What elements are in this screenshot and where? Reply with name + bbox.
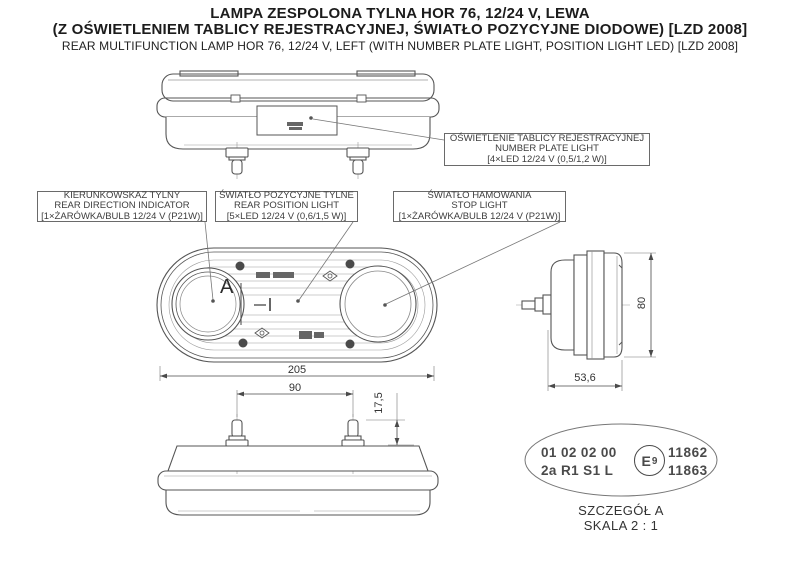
- callout-direction-line2: REAR DIRECTION INDICATOR: [54, 200, 190, 212]
- top-view: [156, 70, 440, 179]
- detail-a-caption-scale: SKALA 2 : 1: [583, 518, 659, 533]
- callout-position-line1: ŚWIATŁO POZYCYJNE TYLNE: [219, 189, 354, 201]
- dimension-stud-spacing: 90: [288, 382, 302, 394]
- dimension-stud-height: 17,5: [373, 392, 385, 414]
- callout-direction-line1: KIERUNKOWSKAZ TYLNY: [63, 189, 181, 201]
- callout-number-plate-line3: [4×LED 12/24 V (0,5/1,2 W)]: [487, 153, 607, 165]
- callout-stop-light: ŚWIATŁO HAMOWANIA STOP LIGHT [1×ŻARÓWKA/…: [393, 189, 566, 222]
- callout-stop-line2: STOP LIGHT: [451, 200, 508, 212]
- callout-number-plate-line1: OŚWIETLENIE TABLICY REJESTRACYJNEJ: [449, 132, 645, 144]
- detail-a-codes-row2: 2a R1 S1 L: [541, 463, 614, 478]
- callout-position-line2: REAR POSITION LIGHT: [233, 200, 340, 212]
- leader-lines: [204, 116, 561, 307]
- e-mark-digit: 9: [651, 456, 658, 467]
- detail-a-approval-row1: 11862: [668, 445, 708, 460]
- title-line-1: LAMPA ZESPOLONA TYLNA HOR 76, 12/24 V, L…: [210, 5, 590, 22]
- detail-a-approval-row2: 11863: [668, 463, 708, 478]
- dimension-overall-width: 205: [287, 364, 307, 376]
- callout-number-plate-line2: NUMBER PLATE LIGHT: [495, 143, 599, 155]
- title-line-2: (Z OŚWIETLENIEM TABLICY REJESTRACYJNEJ, …: [52, 21, 748, 38]
- callout-position-light: ŚWIATŁO POZYCYJNE TYLNE REAR POSITION LI…: [215, 189, 358, 222]
- dimension-lines: [159, 252, 656, 446]
- title-line-3: REAR MULTIFUNCTION LAMP HOR 76, 12/24 V,…: [61, 39, 739, 53]
- callout-position-line3: [5×LED 12/24 V (0,6/1,5 W)]: [226, 210, 347, 222]
- callout-number-plate-light: OŚWIETLENIE TABLICY REJESTRACYJNEJ NUMBE…: [444, 133, 650, 166]
- bottom-view: [157, 414, 439, 516]
- detail-a-marker: A: [220, 276, 234, 298]
- dimension-body-height: 80: [636, 296, 648, 310]
- detail-a-caption-title: SZCZEGÓŁ A: [578, 503, 664, 518]
- callout-direction-indicator: KIERUNKOWSKAZ TYLNY REAR DIRECTION INDIC…: [37, 189, 207, 222]
- callout-stop-line1: ŚWIATŁO HAMOWANIA: [427, 189, 532, 201]
- callout-direction-line3: [1×ŻARÓWKA/BULB 12/24 V (P21W)]: [41, 210, 203, 222]
- dimension-body-depth: 53,6: [574, 372, 596, 384]
- side-view: [516, 250, 632, 360]
- callout-stop-line3: [1×ŻARÓWKA/BULB 12/24 V (P21W)]: [398, 210, 561, 222]
- front-view: [156, 247, 438, 363]
- detail-a-codes-row1: 01 02 02 00: [541, 445, 617, 460]
- detail-a-ellipse: [524, 423, 718, 497]
- e-mark-badge: E 9: [634, 445, 665, 476]
- e-mark-letter: E: [641, 452, 651, 469]
